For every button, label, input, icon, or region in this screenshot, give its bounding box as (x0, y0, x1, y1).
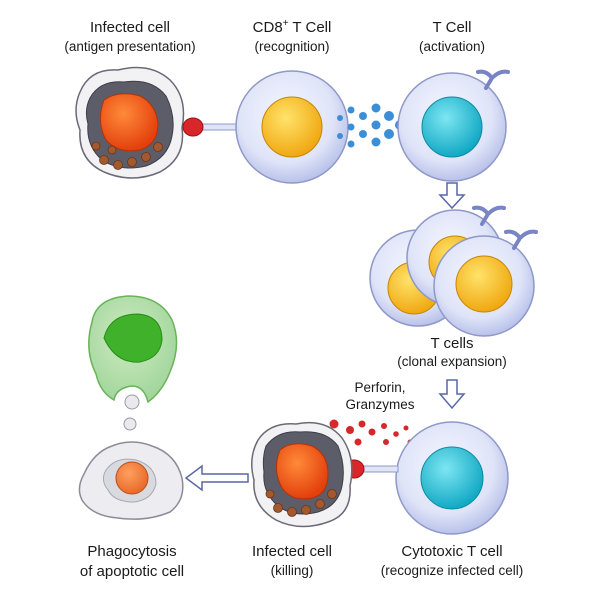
label-t-activation-title: T Cell (433, 19, 472, 36)
receptor-y-icon (472, 205, 506, 226)
cytotoxic-t-cell (395, 421, 509, 535)
arrow-down-icon (438, 379, 466, 410)
label-cytotoxic-title: Cytotoxic T cell (401, 543, 502, 560)
infected-cell-presenting (75, 66, 185, 179)
t-cells-clonal-group (369, 205, 538, 337)
label-infected-killing-subtitle: (killing) (271, 563, 314, 578)
t-cell-activated (397, 69, 510, 182)
phagocyte-cell (88, 295, 178, 404)
arrow-down-icon (438, 182, 466, 210)
label-clonal-title: T cells (430, 335, 473, 352)
label-phagocytosis-line1: Phagocytosis (87, 543, 176, 560)
receptor-y-icon (476, 69, 510, 90)
label-clonal-subtitle: (clonal expansion) (397, 354, 507, 369)
infected-cell-killing (251, 421, 353, 528)
receptor-y-icon (504, 229, 538, 250)
label-phagocytosis-line2: of apoptotic cell (80, 563, 184, 580)
label-infected-presentation-subtitle: (antigen presentation) (64, 39, 195, 54)
cd8-t-cell (235, 70, 349, 184)
label-t-activation-subtitle: (activation) (419, 39, 485, 54)
mhc-tcr-link-top (182, 117, 241, 137)
label-cd8-subtitle: (recognition) (254, 39, 329, 54)
label-infected-presentation-title: Infected cell (90, 19, 170, 36)
virus-particles (265, 489, 337, 517)
label-cytotoxic-subtitle: (recognize infected cell) (381, 563, 524, 578)
label-perforin-line1: Perforin, (354, 380, 405, 395)
arrow-left-icon (184, 464, 249, 492)
apoptotic-cell (78, 441, 184, 520)
label-infected-killing-title: Infected cell (252, 543, 332, 560)
apoptotic-bodies (123, 394, 140, 431)
virus-particles (91, 141, 163, 170)
label-cd8-title: CD8+ T Cell (253, 18, 332, 36)
label-perforin-line2: Granzymes (345, 397, 414, 412)
